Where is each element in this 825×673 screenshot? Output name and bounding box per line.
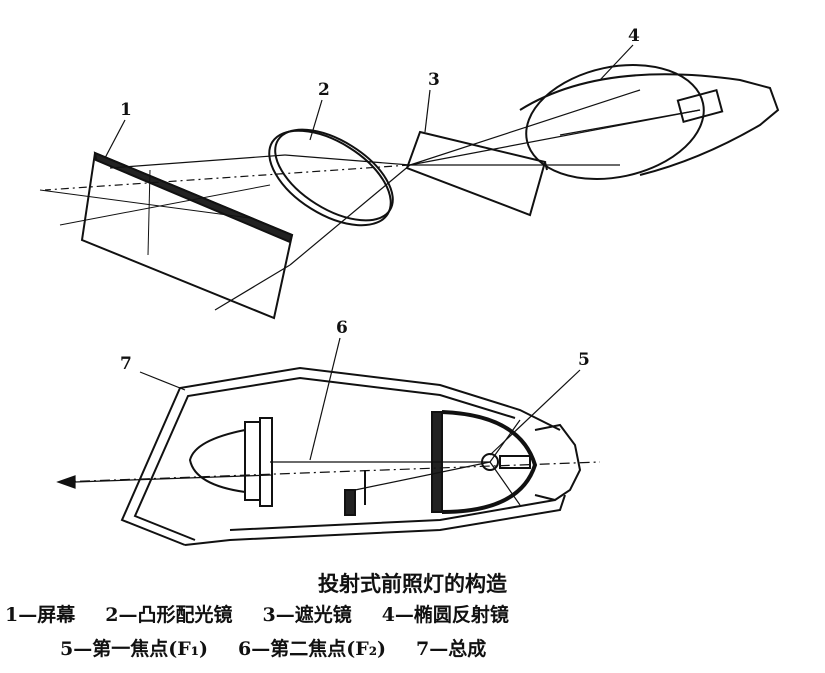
legend-item: 3—遮光镜 [262, 604, 352, 626]
legend-item: 7—总成 [416, 638, 487, 660]
leader-lines [104, 44, 634, 461]
assembly-housing [120, 366, 566, 546]
light-rays [44, 89, 701, 311]
ellipsoidal-reflector [519, 64, 780, 180]
legend-item: 2—凸形配光镜 [105, 604, 233, 626]
screen [39, 151, 294, 320]
legend-item: 4—椭圆反射镜 [381, 604, 509, 626]
convex-lens [268, 128, 394, 227]
optical-axis [56, 419, 601, 506]
label-2: 2 [318, 80, 330, 100]
projector-lens [188, 417, 273, 507]
label-7: 7 [120, 354, 132, 374]
legend-row-2: 5—第一焦点(F₁) 6—第二焦点(F₂) 7—总成 [60, 634, 516, 661]
legend-item: 5—第一焦点(F₁) [60, 638, 209, 660]
legend-item: 1—屏幕 [5, 604, 76, 626]
label-3: 3 [428, 70, 440, 90]
shade-plate [405, 130, 548, 217]
caption-title: 投射式前照灯的构造 [318, 571, 507, 596]
label-5: 5 [578, 350, 590, 370]
legend-row-1: 1—屏幕 2—凸形配光镜 3—遮光镜 4—椭圆反射镜 [5, 600, 539, 627]
legend-item: 6—第二焦点(F₂) [238, 638, 387, 660]
shade [344, 470, 366, 516]
label-4: 4 [628, 26, 640, 46]
label-1: 1 [120, 100, 132, 120]
label-6: 6 [336, 318, 348, 338]
